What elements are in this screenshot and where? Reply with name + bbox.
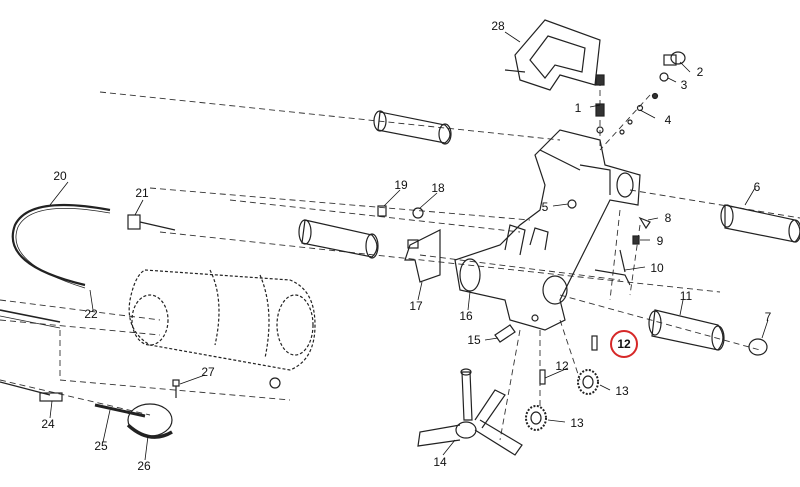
callout-8: 8 <box>664 211 672 225</box>
motor-assembly <box>128 269 316 371</box>
small-bolts <box>567 199 651 245</box>
callout-7: 7 <box>764 310 772 324</box>
callout-12: 12 <box>555 359 569 373</box>
callout-6: 6 <box>753 180 761 194</box>
part-25-rod <box>94 403 146 418</box>
part-13-gear-lower <box>525 405 547 431</box>
callout-11: 11 <box>679 289 693 303</box>
part-12b-pin <box>539 369 546 385</box>
callout-26: 26 <box>137 459 151 473</box>
part-1-pin-stack <box>595 74 605 134</box>
part-11-cylinder <box>648 309 725 351</box>
part-14-tripod-handle <box>417 368 523 456</box>
callout-2: 2 <box>696 65 704 79</box>
callout-22: 22 <box>84 307 98 321</box>
callout-18: 18 <box>431 181 445 195</box>
part-27-screw <box>172 379 180 398</box>
callout-19: 19 <box>394 178 408 192</box>
callout-1: 1 <box>574 101 582 115</box>
middle-cylinder <box>298 219 379 259</box>
part-24-fitting <box>39 392 63 402</box>
part-6-cylinder <box>720 204 800 243</box>
part-10-pin <box>594 249 631 286</box>
callout-21: 21 <box>135 186 149 200</box>
part-21-connector <box>127 214 176 231</box>
callout-15: 15 <box>467 333 481 347</box>
main-housing <box>454 129 641 331</box>
callout-9: 9 <box>656 234 664 248</box>
callout-10: 10 <box>650 261 664 275</box>
part-17-clamp <box>404 229 441 283</box>
callout-24: 24 <box>41 417 55 431</box>
part-7-cap <box>748 338 768 356</box>
callout-5: 5 <box>541 200 549 214</box>
motor-fitting <box>269 377 281 389</box>
callout-17: 17 <box>409 299 423 313</box>
part-15-pin <box>494 324 516 343</box>
part-4-pins <box>619 92 659 135</box>
part-2-fitting <box>659 51 686 82</box>
callout-14: 14 <box>433 455 447 469</box>
part-28-bracket <box>504 19 601 91</box>
part-18-screw <box>412 207 424 219</box>
callout-20: 20 <box>53 169 67 183</box>
leader-lines <box>49 31 769 461</box>
callout-25: 25 <box>94 439 108 453</box>
part-19-plug <box>377 205 387 217</box>
highlight-circle-part-12 <box>610 330 638 358</box>
part-26-strap <box>126 403 173 439</box>
callout-3: 3 <box>680 78 688 92</box>
part-12-pin <box>591 335 598 351</box>
part-13-gear-upper <box>577 369 599 395</box>
callout-4: 4 <box>664 113 672 127</box>
callout-16: 16 <box>459 309 473 323</box>
callout-28: 28 <box>491 19 505 33</box>
callout-13-lower: 13 <box>570 416 584 430</box>
callout-13-upper: 13 <box>615 384 629 398</box>
part-16-body <box>459 258 481 292</box>
upper-cylinder <box>373 110 452 145</box>
callout-27: 27 <box>201 365 215 379</box>
callout-12-highlighted: 12 <box>617 337 631 351</box>
part-20-cable <box>11 203 111 289</box>
